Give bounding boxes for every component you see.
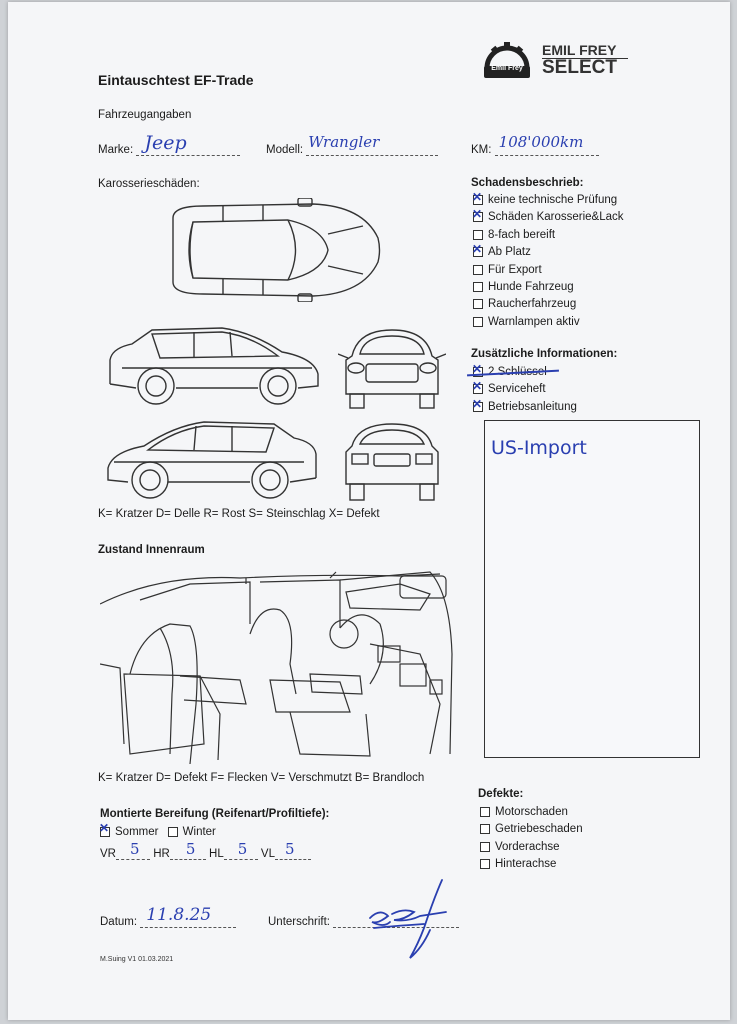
extra-info-item[interactable]: Serviceheft [472, 378, 577, 398]
car-side-left-icon [109, 327, 319, 405]
datum-row: Datum: 11.8.25 [100, 905, 237, 928]
checkbox[interactable] [473, 229, 483, 240]
damage-desc-item[interactable]: 8-fach bereift [473, 227, 624, 244]
extra-info-item[interactable]: 2 Schlüssel [467, 361, 577, 381]
checkbox[interactable] [473, 299, 483, 310]
logo-line1: EMIL FREY [542, 42, 617, 58]
vr-label: VR [100, 848, 116, 860]
car-top-view-icon [172, 198, 381, 302]
km-row: KM: 108'000km [471, 133, 599, 156]
datum-field[interactable]: 11.8.25 [140, 905, 237, 928]
defect-item[interactable]: Vorderachse [480, 839, 583, 856]
tire-depth-row: VR 5 HR 5 HL 5 VL 5 [100, 840, 311, 860]
vl-field[interactable]: 5 [275, 840, 311, 860]
logo-divider [542, 58, 628, 59]
tires-winter-label: Winter [182, 826, 216, 838]
checkbox-checked[interactable] [472, 361, 483, 378]
vehicle-section-label: Fahrzeugangaben [98, 109, 192, 121]
damage-desc-item[interactable]: Für Export [473, 262, 624, 279]
defect-item[interactable]: Motorschaden [480, 804, 583, 821]
damage-desc-item[interactable]: Raucherfahrzeug [473, 296, 624, 313]
hr-label: HR [153, 848, 170, 860]
emil-frey-emblem-icon [484, 42, 530, 78]
interior-title: Zustand Innenraum [98, 544, 205, 556]
km-label: KM: [471, 144, 492, 156]
checkbox[interactable] [480, 841, 490, 852]
damage-desc-title: Schadensbeschrieb: [471, 177, 584, 189]
extra-info-list: 2 Schlüssel Serviceheft Betriebsanleitun… [467, 361, 577, 416]
signature-row: Unterschrift: [268, 914, 460, 928]
checkbox-checked[interactable] [472, 378, 483, 396]
defects-list: Motorschaden Getriebeschaden Vorderachse… [480, 804, 583, 874]
damage-desc-item[interactable]: Warnlampen aktiv [473, 314, 624, 331]
modell-label: Modell: [266, 144, 304, 156]
vr-value: 5 [129, 840, 140, 858]
signature-label: Unterschrift: [268, 916, 330, 928]
checkbox[interactable] [167, 826, 178, 837]
vl-label: VL [260, 848, 275, 860]
tires-title: Montierte Bereifung (Reifenart/Profiltie… [100, 808, 330, 820]
modell-value: Wrangler [308, 133, 380, 151]
car-interior-icon [100, 571, 453, 765]
signature-image [369, 879, 447, 959]
marke-label: Marke: [98, 144, 134, 156]
car-front-icon [338, 329, 446, 409]
defect-item[interactable]: Getriebeschaden [480, 821, 583, 838]
marke-value: Jeep [144, 132, 187, 154]
damage-desc-list: keine technische Prüfung Schäden Karosse… [472, 189, 624, 331]
modell-field[interactable]: Wrangler [306, 133, 439, 156]
checkbox-checked[interactable] [472, 206, 483, 224]
datum-label: Datum: [100, 916, 138, 928]
body-damage-label: Karosserieschäden: [98, 178, 200, 190]
checkbox-checked[interactable] [472, 189, 483, 206]
checkbox[interactable] [473, 316, 483, 327]
signature-field[interactable] [333, 914, 460, 928]
interior-legend: K= Kratzer D= Defekt F= Flecken V= Versc… [98, 772, 425, 784]
body-damage-legend: K= Kratzer D= Delle R= Rost S= Steinschl… [98, 508, 380, 520]
damage-desc-item[interactable]: Hunde Fahrzeug [473, 279, 624, 296]
notes-box[interactable]: US-Import [484, 420, 700, 758]
vr-field[interactable]: 5 [115, 840, 150, 860]
version-note: M.Suing V1 01.03.2021 [100, 956, 174, 963]
checkbox-checked[interactable] [99, 821, 110, 837]
km-value: 108'000km [498, 133, 584, 151]
defect-item[interactable]: Hinterachse [480, 856, 583, 873]
checkbox-checked[interactable] [472, 241, 483, 259]
notes-text: US-Import [491, 437, 587, 459]
checkbox[interactable] [480, 859, 490, 870]
hl-value: 5 [237, 840, 248, 858]
damage-desc-item[interactable]: keine technische Prüfung [472, 189, 624, 209]
defects-title: Defekte: [478, 788, 524, 800]
tires-type-row: Sommer Winter [99, 821, 216, 838]
car-rear-icon [345, 423, 439, 501]
logo-line2: SELECT [542, 57, 617, 78]
car-side-right-icon [107, 421, 317, 499]
hl-label: HL [209, 848, 224, 860]
checkbox-checked[interactable] [472, 396, 483, 413]
checkbox[interactable] [473, 264, 483, 275]
hl-field[interactable]: 5 [223, 840, 258, 860]
vl-value: 5 [285, 840, 295, 858]
tires-sommer-label: Sommer [115, 826, 159, 838]
damage-desc-item[interactable]: Schäden Karosserie&Lack [472, 206, 624, 226]
modell-row: Modell: Wrangler [266, 133, 439, 156]
marke-row: Marke: Jeep [98, 132, 241, 156]
form-title: Eintauschtest EF-Trade [98, 72, 254, 88]
checkbox[interactable] [480, 806, 490, 817]
extra-info-title: Zusätzliche Informationen: [471, 348, 618, 360]
checkbox[interactable] [480, 824, 490, 835]
hr-field[interactable]: 5 [169, 840, 206, 860]
emil-frey-logo: Emil Frey EMIL FREY SELECT [482, 38, 632, 86]
extra-info-item[interactable]: Betriebsanleitung [472, 396, 577, 416]
datum-value: 11.8.25 [146, 905, 212, 925]
logo-small-text: Emil Frey [491, 65, 523, 72]
form-sheet: Eintauschtest EF-Trade Emil Frey EMIL FR… [8, 2, 730, 1020]
damage-desc-item[interactable]: Ab Platz [472, 241, 624, 261]
checkbox[interactable] [473, 282, 483, 292]
km-field[interactable]: 108'000km [494, 133, 599, 156]
hr-value: 5 [185, 840, 196, 858]
marke-field[interactable]: Jeep [136, 132, 241, 156]
